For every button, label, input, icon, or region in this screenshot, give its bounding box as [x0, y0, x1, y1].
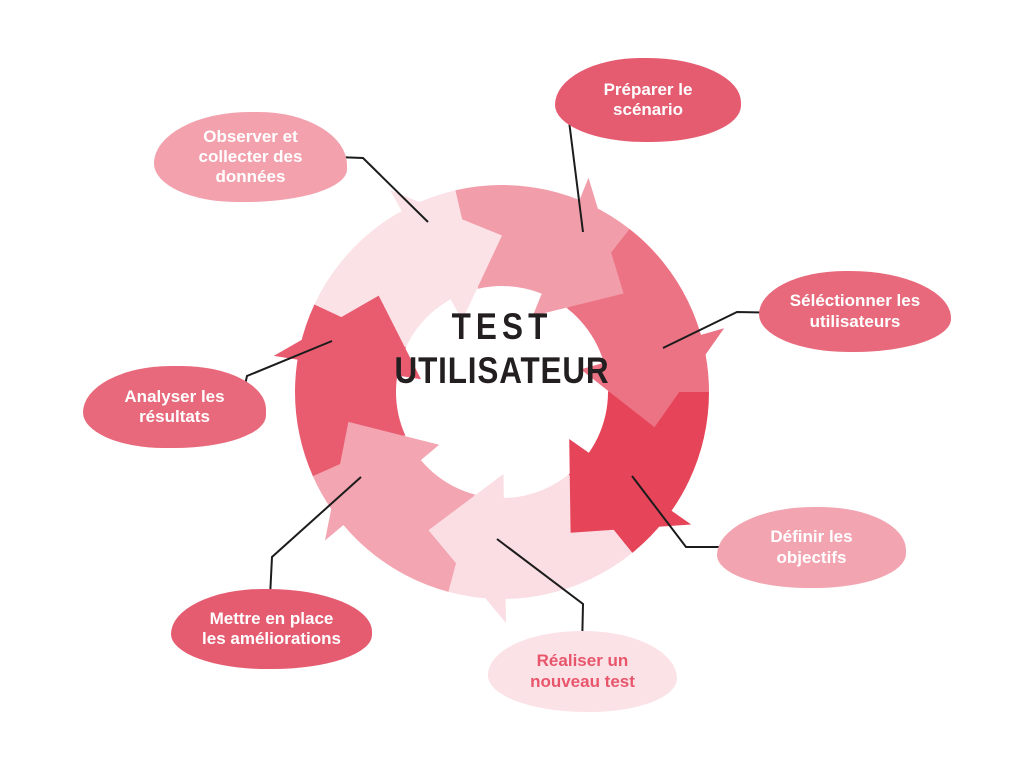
node-label: Observer et collecter des données	[198, 126, 303, 187]
new-test-arrow-head	[428, 474, 506, 623]
node-realiser-nouveau-test: Réaliser un nouveau test	[488, 631, 677, 712]
node-label: Définir les objectifs	[770, 527, 853, 567]
node-preparer-scenario: Préparer le scénario	[555, 58, 741, 142]
node-label: Mettre en place les améliorations	[202, 608, 341, 648]
node-mettre-en-place-ameliorations: Mettre en place les améliorations	[171, 589, 372, 669]
observe-collect-arrow-head	[390, 190, 502, 321]
arrow-heads-layer	[273, 177, 725, 623]
node-label: Analyser les résultats	[124, 386, 225, 426]
define-goals-arrow-head	[569, 439, 692, 533]
node-label: Séléctionner les utilisateurs	[789, 291, 921, 331]
node-definir-objectifs: Définir les objectifs	[717, 507, 906, 588]
diagram-title: TEST UTILISATEUR	[366, 305, 638, 394]
analyse-results-arrow-head	[273, 295, 421, 380]
node-selectionner-utilisateurs: Séléctionner les utilisateurs	[759, 271, 951, 352]
title-line-2: UTILISATEUR	[394, 350, 610, 392]
node-analyser-resultats: Analyser les résultats	[83, 366, 266, 448]
node-observer-collecter-donnees: Observer et collecter des données	[154, 112, 347, 202]
select-users-arrow-head	[580, 328, 725, 428]
connector-line-mettre	[269, 476, 362, 598]
node-label: Préparer le scénario	[603, 79, 693, 119]
title-line-1: TEST	[451, 306, 553, 347]
improvements-arrow-head	[325, 421, 440, 541]
node-label: Réaliser un nouveau test	[530, 651, 635, 691]
prepare-scenario-arrow-head	[532, 177, 624, 316]
